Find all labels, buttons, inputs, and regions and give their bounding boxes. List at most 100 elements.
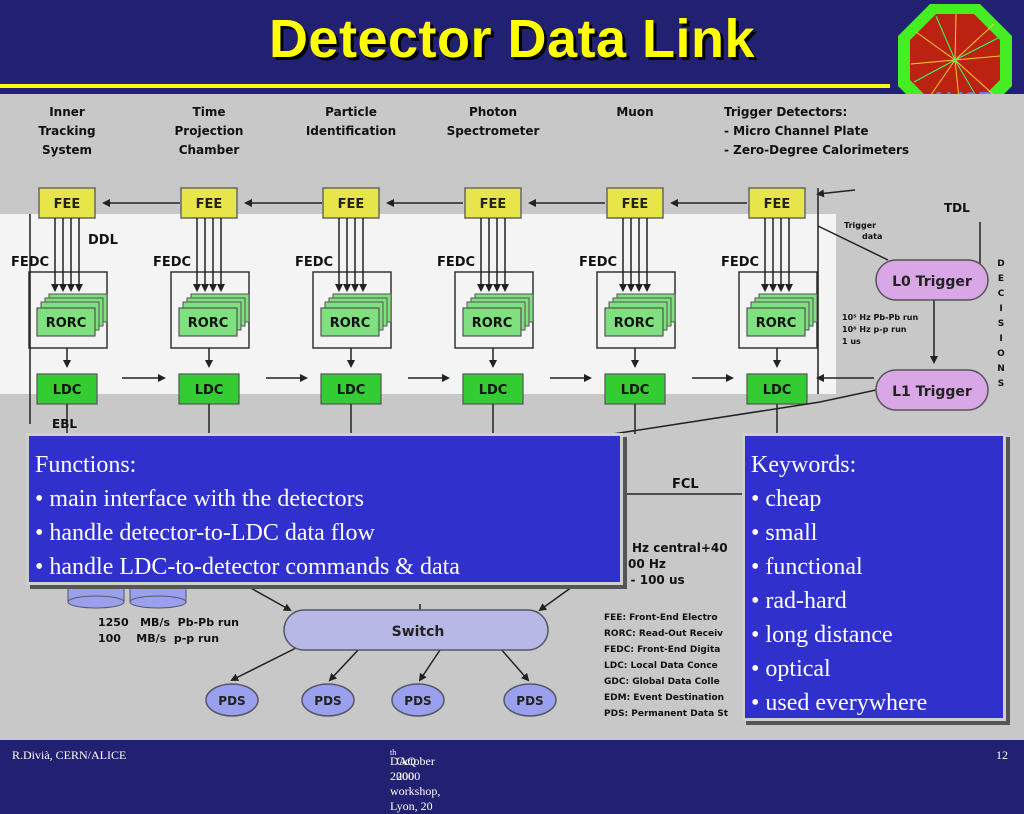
ldc-box (462, 373, 524, 405)
l1-trigger-box (875, 369, 989, 411)
detector-label: Chamber (179, 143, 240, 157)
bandwidth-pp: 100 MB/s p-p run (98, 632, 219, 645)
ldc-box (36, 373, 98, 405)
bandwidth-pbpb: 1250 MB/s Pb-Pb run (98, 616, 239, 629)
fedc-label: FEDC (579, 255, 617, 270)
decisions-letter: E (998, 274, 1004, 284)
legend-entry: LDC: Local Data Conce (604, 661, 718, 671)
ldc-label: LDC (763, 383, 792, 398)
ebl-label: EBL (52, 417, 77, 431)
functions-item: • main interface with the detectors (35, 486, 364, 512)
pds-node (503, 683, 557, 717)
trigger-detector-label: Trigger Detectors: (724, 105, 847, 119)
decisions-letter: N (997, 364, 1005, 374)
rorc-box (320, 307, 380, 337)
tdl-label: TDL (944, 201, 970, 215)
rorc-label: RORC (188, 316, 229, 331)
slide-footer: R.Divià, CERN/ALICE DAQ 2000 workshop, L… (0, 742, 1024, 813)
pds-label: PDS (218, 694, 245, 708)
rorc-box (746, 307, 806, 337)
functions-item: • handle detector-to-LDC data flow (35, 520, 375, 546)
decisions-letter: S (998, 319, 1004, 329)
ldc-label: LDC (53, 383, 82, 398)
fee-label: FEE (622, 197, 649, 212)
rorc-box (604, 307, 664, 337)
ldc-label: LDC (479, 383, 508, 398)
ldc-box (746, 373, 808, 405)
pds-node (391, 683, 445, 717)
rate-pp: 10⁶ Hz p-p run (842, 325, 907, 334)
switch-label: Switch (392, 624, 445, 640)
fee-box (464, 187, 522, 219)
fedc-label: FEDC (295, 255, 333, 270)
decisions-letter: S (998, 379, 1004, 389)
fee-box (180, 187, 238, 219)
detector-label: Projection (175, 124, 244, 138)
trigger-data-label-2: data (862, 232, 882, 241)
fedc-label: FEDC (437, 255, 475, 270)
fee-box (38, 187, 96, 219)
keywords-item: • optical (751, 656, 831, 682)
fee-box (748, 187, 806, 219)
rorc-label: RORC (330, 316, 371, 331)
rorc-box (462, 307, 522, 337)
pds-node (301, 683, 355, 717)
title-underline (0, 84, 890, 88)
detector-label: Tracking (38, 124, 95, 138)
keywords-item: • used everywhere (751, 690, 928, 716)
rorc-box (178, 307, 238, 337)
ldc-label: LDC (337, 383, 366, 398)
decisions-letter: I (999, 334, 1002, 344)
decisions-letter: O (997, 349, 1005, 359)
trigger-data-label-1: Trigger (844, 221, 876, 230)
switch-box (283, 609, 549, 651)
rate-partial-2: 00 Hz (628, 557, 666, 571)
fee-label: FEE (54, 197, 81, 212)
trigger-detector-label: - Zero-Degree Calorimeters (724, 143, 909, 157)
trigger-detector-label: - Micro Channel Plate (724, 124, 869, 138)
slide-title: Detector Data Link (268, 9, 756, 69)
decisions-letter: C (998, 289, 1005, 299)
legend-entry: FEDC: Front-End Digita (604, 645, 720, 655)
decisions-letter: D (997, 259, 1004, 269)
pds-node (205, 683, 259, 717)
svg-text:data: data (862, 232, 882, 241)
fee-box (322, 187, 380, 219)
svg-text:Trigger: Trigger (844, 221, 876, 230)
ddl-label: DDL (88, 233, 118, 248)
fedc-label: FEDC (153, 255, 191, 270)
rorc-label: RORC (756, 316, 797, 331)
page-number: 12 (996, 748, 1008, 762)
keywords-item: • cheap (751, 486, 822, 512)
fee-label: FEE (196, 197, 223, 212)
functions-item: • handle LDC-to-detector commands & data (35, 554, 460, 580)
l0-trigger-label: L0 Trigger (892, 274, 972, 290)
rorc-label: RORC (614, 316, 655, 331)
ldc-box (604, 373, 666, 405)
keywords-box: Keywords: • cheap • small • functional •… (742, 433, 1006, 721)
legend-entry: PDS: Permanent Data St (604, 709, 729, 719)
footer-author: R.Divià, CERN/ALICE (12, 748, 127, 762)
detector-label: Muon (616, 105, 653, 119)
keywords-heading: Keywords: (751, 452, 857, 478)
fee-box (606, 187, 664, 219)
rorc-box (36, 307, 96, 337)
fee-label: FEE (480, 197, 507, 212)
rate-latency: 1 us (842, 337, 861, 346)
rorc-label: RORC (472, 316, 513, 331)
fcl-label: FCL (672, 477, 699, 492)
rorc-label: RORC (46, 316, 87, 331)
fee-label: FEE (764, 197, 791, 212)
l1-trigger-label: L1 Trigger (892, 384, 972, 400)
functions-heading: Functions: (35, 452, 137, 478)
pds-label: PDS (404, 694, 431, 708)
keywords-item: • small (751, 520, 818, 546)
detector-label: Particle (325, 105, 377, 119)
legend-entry: EDM: Event Destination (604, 693, 724, 703)
detector-label: Time (193, 105, 226, 119)
pds-label: PDS (314, 694, 341, 708)
l0-trigger-box (875, 259, 989, 301)
decisions-letter: I (999, 304, 1002, 314)
